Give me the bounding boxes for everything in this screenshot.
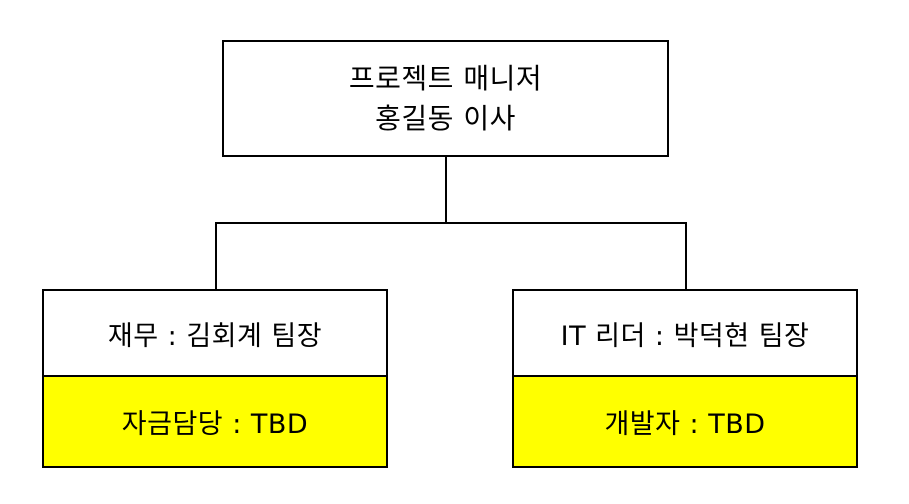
org-node-finance-role-tbd: 자금담당 : TBD <box>44 377 386 466</box>
connector-drop-left <box>215 222 217 291</box>
org-node-it-role-tbd: 개발자 : TBD <box>514 377 856 466</box>
org-node-it-lead: IT 리더 : 박덕현 팀장 <box>514 291 856 377</box>
org-node-finance[interactable]: 재무 : 김회계 팀장 자금담당 : TBD <box>42 289 388 468</box>
org-node-finance-lead: 재무 : 김회계 팀장 <box>44 291 386 377</box>
connector-horizontal-bus <box>215 222 687 224</box>
connector-drop-right <box>685 222 687 291</box>
org-node-it[interactable]: IT 리더 : 박덕현 팀장 개발자 : TBD <box>512 289 858 468</box>
org-node-project-manager[interactable]: 프로젝트 매니저 홍길동 이사 <box>222 40 669 157</box>
org-node-root-title: 프로젝트 매니저 <box>348 61 543 95</box>
connector-root-stem <box>445 157 447 224</box>
org-node-root-subtitle: 홍길동 이사 <box>375 101 516 135</box>
